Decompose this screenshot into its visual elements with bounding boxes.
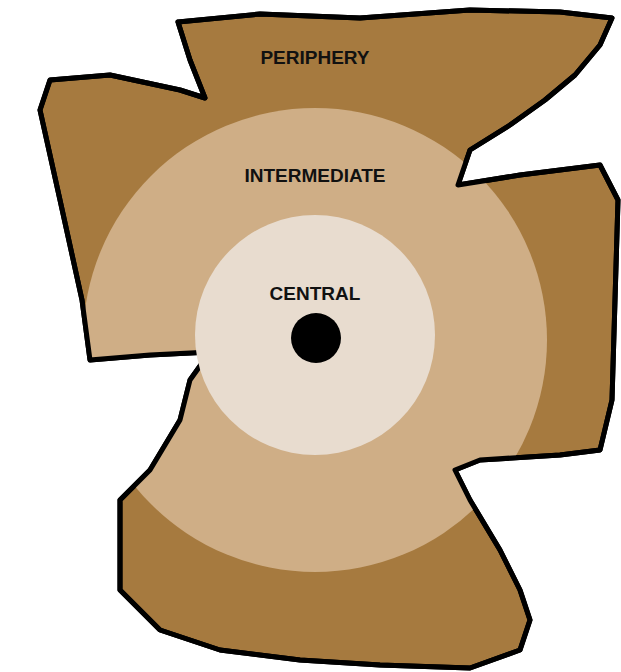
central-zone-circle <box>195 215 435 455</box>
zone-label: PERIPHERY <box>260 48 369 69</box>
optic-disc <box>291 313 341 363</box>
retina-outline <box>40 10 618 668</box>
zone-label: INTERMEDIATE <box>244 166 385 187</box>
intermediate-zone-circle <box>83 108 547 572</box>
zone-label: CENTRAL <box>270 284 361 305</box>
retina-outline <box>40 10 618 668</box>
